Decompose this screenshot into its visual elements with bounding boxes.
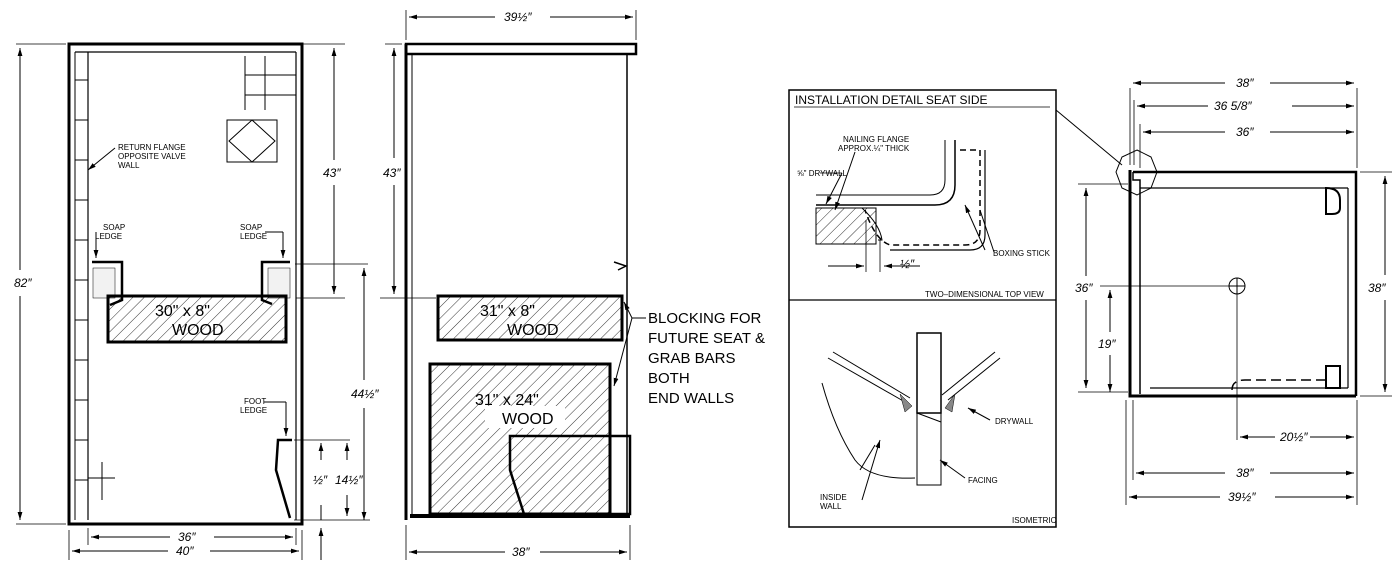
left-view-labels: 82″ 43″ 44½″ 36″ 40″ ½″ 14½″ RETURN FLAN…: [14, 143, 379, 558]
boxing-stick: BOXING STICK: [993, 249, 1051, 258]
middle-lower-block-size: 31" x 24": [475, 392, 539, 409]
dim-40: 40″: [176, 544, 194, 558]
blocking-note-2: FUTURE SEAT &: [648, 330, 765, 347]
dim-43-left: 43″: [323, 166, 341, 180]
plan-dim-20-half: 20½″: [1279, 430, 1308, 444]
note-foot-1: FOOT: [244, 397, 266, 406]
middle-elevation-view: [380, 10, 646, 560]
nailing-flange-2: APPROX.¼" THICK: [838, 144, 910, 153]
note-return-flange-2: OPPOSITE VALVE: [118, 152, 186, 161]
plan-view-labels: 38″ 36 5/8″ 36″ 36″ 19″ 38″ 20½″ 38″ 39½…: [1075, 76, 1386, 504]
drywall-label: DRYWALL: [995, 417, 1034, 426]
middle-upper-block-size: 31" x 8": [480, 303, 535, 320]
plan-view: [1055, 80, 1392, 505]
note-return-flange-3: WALL: [118, 161, 140, 170]
dim-foot-gap: ½″: [313, 473, 328, 487]
dim-14-half: 14½″: [335, 473, 363, 487]
middle-upper-block-material: WOOD: [507, 322, 559, 339]
note-foot-2: LEDGE: [240, 406, 267, 415]
blocking-note-4: BOTH: [648, 370, 690, 387]
blocking-note-3: GRAB BARS: [648, 350, 736, 367]
blocking-note-1: BLOCKING FOR: [648, 310, 762, 327]
inside-wall-1: INSIDE: [820, 493, 847, 502]
dim-82: 82″: [14, 276, 32, 290]
dim-44-half: 44½″: [351, 387, 379, 401]
left-block-size: 30" x 8": [155, 303, 210, 320]
detail-half-dim: ½″: [900, 257, 915, 271]
dim-39-half-top: 39½″: [504, 10, 532, 24]
facing-label: FACING: [968, 476, 998, 485]
top-view-caption: TWO–DIMENSIONAL TOP VIEW: [925, 290, 1044, 299]
dim-36-left: 36″: [178, 530, 196, 544]
middle-lower-block-material: WOOD: [502, 411, 554, 428]
detail-labels: INSTALLATION DETAIL SEAT SIDE NAILING FL…: [795, 93, 1057, 525]
plan-dim-39-half: 39½″: [1228, 490, 1256, 504]
plan-dim-38-bottom: 38″: [1236, 466, 1254, 480]
note-soap-right-2: LEDGE: [240, 232, 267, 241]
plan-dim-19: 19″: [1098, 337, 1116, 351]
plan-dim-36-top: 36″: [1236, 125, 1254, 139]
inside-wall-2: WALL: [820, 502, 842, 511]
note-return-flange-1: RETURN FLANGE: [118, 143, 186, 152]
blocking-note-5: END WALLS: [648, 390, 734, 407]
note-soap-right-1: SOAP: [240, 223, 262, 232]
plan-dim-36-58: 36 5/8″: [1214, 99, 1252, 113]
dim-38-middle: 38″: [512, 545, 530, 559]
plan-dim-36-left: 36″: [1075, 281, 1093, 295]
isometric-caption: ISOMETRIC: [1012, 516, 1057, 525]
drywall-thickness: ⅝" DRYWALL: [797, 169, 848, 178]
note-soap-left-2: LEDGE: [95, 232, 122, 241]
left-block-material: WOOD: [172, 322, 224, 339]
middle-view-labels: 39½″ 43″ 38″ 31" x 8" WOOD 31" x 24" WOO…: [383, 10, 765, 559]
note-soap-left-1: SOAP: [103, 223, 125, 232]
detail-title: INSTALLATION DETAIL SEAT SIDE: [795, 93, 988, 107]
plan-dim-38-right: 38″: [1368, 281, 1386, 295]
left-elevation-view: [16, 42, 370, 560]
plan-dim-38-top: 38″: [1236, 76, 1254, 90]
dim-43-middle: 43″: [383, 166, 401, 180]
installation-detail-box: [788, 89, 1057, 528]
nailing-flange-1: NAILING FLANGE: [843, 135, 909, 144]
